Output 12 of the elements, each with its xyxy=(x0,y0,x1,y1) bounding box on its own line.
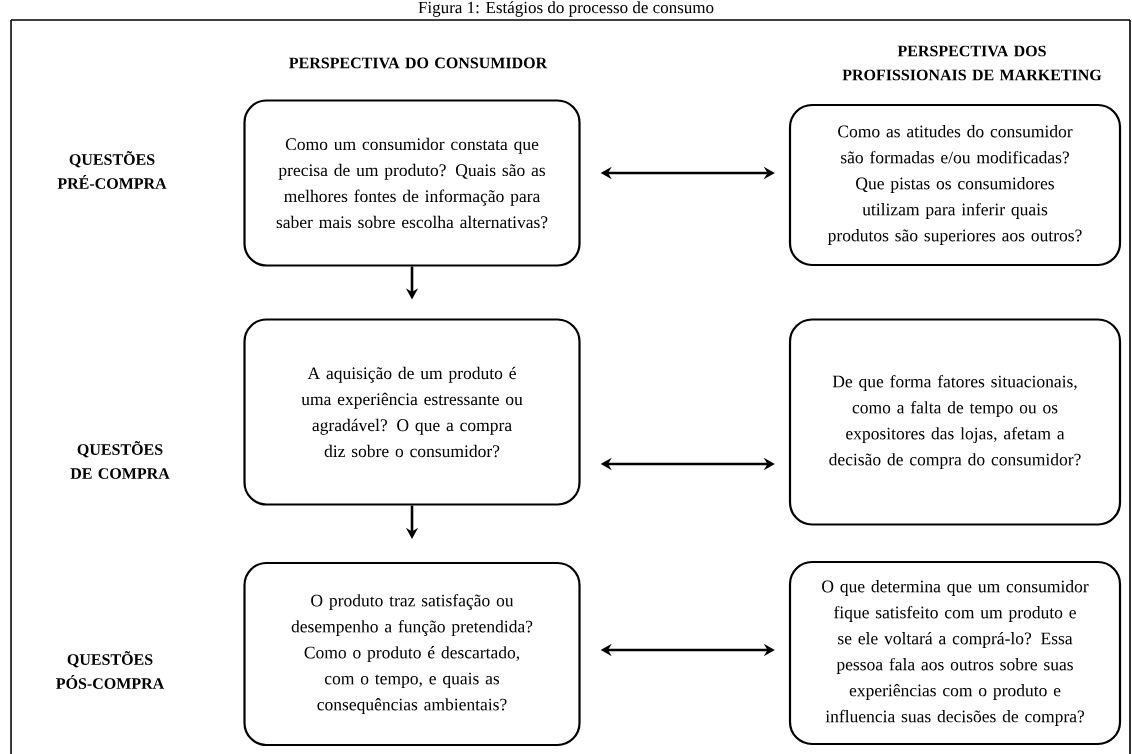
row-label: QUESTÕES PÓS-COMPRA xyxy=(56,651,165,689)
question-box: De que forma fatores situacionais, como a falta de tempo ou os expositores das lojas, afetam a decisão de compra do consumidor? xyxy=(788,318,1122,526)
question-box: O produto traz satisfação ou desempenho a função pretendida? Como o produto é descartado, com o tempo, e quais as consequências ambientais? xyxy=(243,561,581,747)
question-box: A aquisição de um produto é uma experiência estressante ou agradável? O que a compra diz sobre o consumidor? xyxy=(243,318,581,506)
figure-title: Figura 1: Estágios do processo de consumo xyxy=(418,1,714,17)
row-label: QUESTÕES DE COMPRA xyxy=(70,441,170,479)
row-label: QUESTÕES PRÉ-COMPRA xyxy=(57,151,167,189)
question-box: Como as atitudes do consumidor são formadas e/ou modificadas? Que pistas os consumidores utilizam para inferir quais produtos são superiores aos outros? xyxy=(788,103,1122,267)
column-heading: PERSPECTIVA DOS PROFISSIONAIS DE MARKETING xyxy=(842,45,1102,81)
column-heading: PERSPECTIVA DO CONSUMIDOR xyxy=(289,57,548,69)
question-box: O que determina que um consumidor fique satisfeito com um produto e se ele voltará a comprá-lo? Essa pessoa fala aos outros sobre suas experiências com o produto e influencia suas decisões de compra? xyxy=(788,560,1122,746)
question-box: Como um consumidor constata que precisa de um produto? Quais são as melhores fontes de informação para saber mais sobre escolha alternativas? xyxy=(243,99,581,267)
